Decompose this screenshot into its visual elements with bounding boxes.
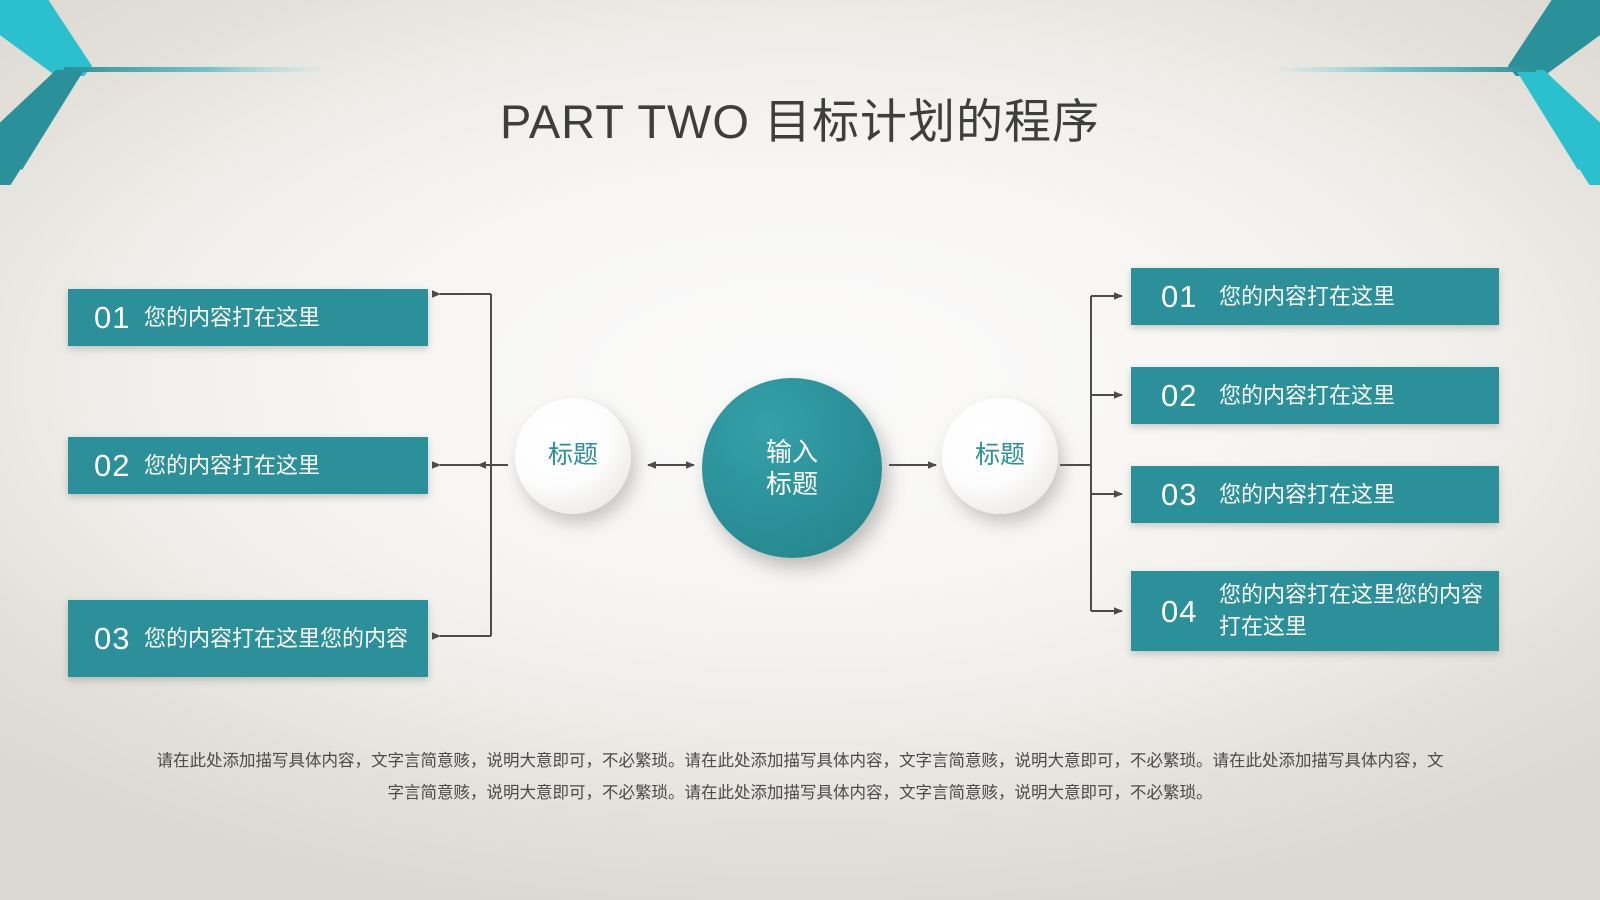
right-info-box-01[interactable]: 01 您的内容打在这里 <box>1131 268 1499 325</box>
center-circle-line1: 输入 <box>765 436 818 467</box>
right-box-text: 您的内容打在这里您的内容打在这里 <box>1219 582 1484 639</box>
right-box-number: 01 <box>1161 279 1198 314</box>
right-box-number: 03 <box>1161 477 1198 512</box>
left-box-text: 您的内容打在这里您的内容 <box>144 625 409 651</box>
center-circle-label: 输入 标题 <box>766 436 818 501</box>
left-info-box-01[interactable]: 01 您的内容打在这里 <box>68 289 428 346</box>
left-circle-label: 标题 <box>547 441 598 470</box>
right-circle-label: 标题 <box>974 441 1025 470</box>
center-node-circle[interactable]: 输入 标题 <box>702 378 882 558</box>
right-box-text: 您的内容打在这里 <box>1219 283 1396 309</box>
center-circle-line2: 标题 <box>765 469 818 499</box>
slide-title: PART TWO 目标计划的程序 <box>499 95 1101 149</box>
left-box-number: 03 <box>94 621 131 656</box>
left-box-number: 02 <box>94 448 131 483</box>
right-box-number: 02 <box>1161 378 1198 413</box>
left-box-number: 01 <box>94 300 131 335</box>
right-info-box-03[interactable]: 03 您的内容打在这里 <box>1131 466 1499 523</box>
footer-paragraph: 请在此处添加描写具体内容，文字言简意赅，说明大意即可，不必繁琐。请在此处添加描写… <box>156 750 1444 802</box>
right-box-number: 04 <box>1161 593 1198 629</box>
left-info-box-03[interactable]: 03 您的内容打在这里您的内容 <box>68 600 428 677</box>
right-info-box-02[interactable]: 02 您的内容打在这里 <box>1131 367 1499 424</box>
right-node-circle[interactable]: 标题 <box>942 398 1058 514</box>
right-box-text: 您的内容打在这里 <box>1219 481 1396 507</box>
left-box-text: 您的内容打在这里 <box>144 304 321 330</box>
right-info-box-04[interactable]: 04 您的内容打在这里您的内容打在这里 <box>1131 571 1499 651</box>
left-box-text: 您的内容打在这里 <box>144 452 321 478</box>
right-box-text: 您的内容打在这里 <box>1219 382 1396 408</box>
left-info-box-02[interactable]: 02 您的内容打在这里 <box>68 437 428 494</box>
left-node-circle[interactable]: 标题 <box>515 398 631 514</box>
